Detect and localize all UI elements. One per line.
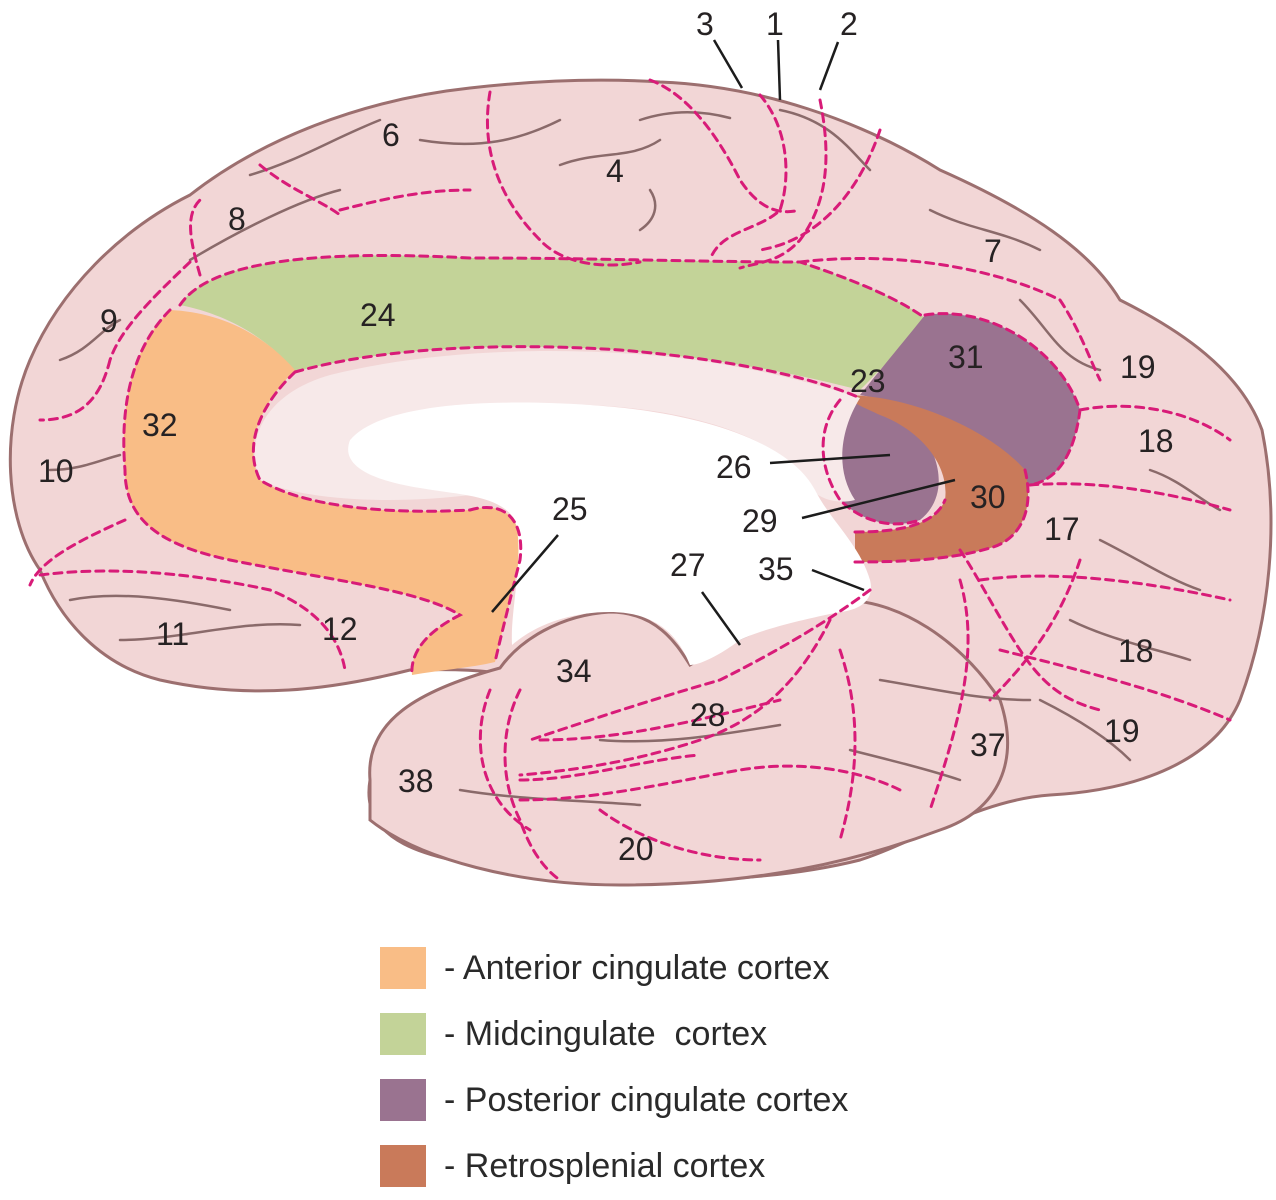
area-label-34: 34 <box>556 653 592 689</box>
anterior-cingulate-region <box>123 310 521 675</box>
area-label-30: 30 <box>970 479 1006 515</box>
area-label-3: 3 <box>696 6 714 42</box>
area-label-11: 11 <box>156 616 189 652</box>
legend-label-posterior: - Posterior cingulate cortex <box>444 1080 849 1119</box>
area-label-38: 38 <box>398 763 434 799</box>
area-label-20: 20 <box>618 831 654 867</box>
area-label-32: 32 <box>142 407 178 443</box>
area-label-8: 8 <box>228 201 246 237</box>
corpus-callosum <box>254 351 861 502</box>
area-label-6: 6 <box>382 117 400 153</box>
legend-item-retrosplenial: - Retrosplenial cortex <box>380 1133 1020 1199</box>
area-label-19-lower: 19 <box>1104 713 1140 749</box>
legend-swatch-retrosplenial <box>380 1145 426 1187</box>
area-label-28: 28 <box>690 697 726 733</box>
area-label-31: 31 <box>948 339 984 375</box>
legend-label-retrosplenial: - Retrosplenial cortex <box>444 1146 766 1185</box>
legend-swatch-midcingulate <box>380 1013 426 1055</box>
legend-item-anterior: - Anterior cingulate cortex <box>380 935 1020 1001</box>
area-label-35: 35 <box>758 551 794 587</box>
legend: - Anterior cingulate cortex - Midcingula… <box>380 935 1020 1199</box>
legend-swatch-anterior <box>380 947 426 989</box>
area-label-17: 17 <box>1044 511 1080 547</box>
area-label-4: 4 <box>606 153 624 189</box>
legend-item-posterior: - Posterior cingulate cortex <box>380 1067 1020 1133</box>
area-label-24: 24 <box>360 297 396 333</box>
medial-brain-diagram: 3 1 2 6 4 8 7 9 24 31 19 23 32 18 26 10 … <box>8 6 1273 887</box>
central-opening <box>348 402 871 665</box>
area-label-23: 23 <box>850 363 886 399</box>
legend-label-midcingulate: - Midcingulate cortex <box>444 1014 768 1053</box>
area-label-37: 37 <box>970 727 1006 763</box>
area-label-12: 12 <box>322 611 358 647</box>
area-label-18-lower: 18 <box>1118 633 1154 669</box>
temporal-lobe-outline <box>368 598 1009 887</box>
area-label-10: 10 <box>38 453 74 489</box>
leader-line <box>491 39 956 646</box>
legend-swatch-posterior <box>380 1079 426 1121</box>
brodmann-boundaries <box>28 78 1232 882</box>
area-label-1: 1 <box>766 6 784 42</box>
area-label-27: 27 <box>670 547 706 583</box>
area-label-9: 9 <box>100 303 118 339</box>
area-label-2: 2 <box>840 6 858 42</box>
retrosplenial-region <box>845 395 1029 562</box>
legend-label-anterior: - Anterior cingulate cortex <box>444 948 830 987</box>
area-label-18-upper: 18 <box>1138 423 1174 459</box>
area-label-19-upper: 19 <box>1120 349 1156 385</box>
area-label-25: 25 <box>552 491 588 527</box>
area-label-29: 29 <box>742 503 778 539</box>
legend-item-midcingulate: - Midcingulate cortex <box>380 1001 1020 1067</box>
area-label-26: 26 <box>716 449 752 485</box>
area-label-7: 7 <box>984 233 1002 269</box>
